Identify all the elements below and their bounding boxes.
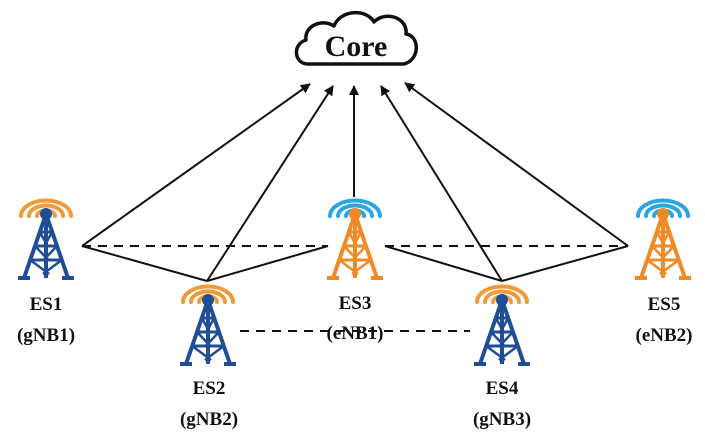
es3-tower [327,198,383,280]
es2-antenna-icon [180,294,236,366]
es5-name: ES5 [648,294,681,315]
link-es4-es5 [501,245,629,282]
core-arrows [81,82,629,282]
es4-name: ES4 [486,378,519,399]
dashed-links [82,245,628,332]
station-labels: ES1 (gNB1) ES2 (gNB2) ES3 (eNB1) ES4 (gN… [17,293,693,430]
es1-sub: (gNB1) [17,325,75,346]
es2-sub: (gNB2) [180,409,238,430]
es5-tower [635,198,691,280]
core-cloud: Core [294,11,418,66]
es2-name: ES2 [193,378,226,399]
link-es2-es3 [206,245,329,282]
cloud-icon [294,11,418,66]
es4-tower [474,284,530,366]
arrow-es2-core [206,85,334,282]
arrow-es1-core [81,83,311,247]
es5-sub: (eNB2) [636,325,693,346]
es1-name: ES1 [30,294,63,315]
es1-antenna-icon [18,208,74,280]
arrow-es5-core [404,82,629,247]
es3-name: ES3 [339,293,372,314]
arrow-es4-core [380,85,503,282]
towers [18,198,691,366]
es4-antenna-icon [474,294,530,366]
solid-links [81,245,629,282]
es4-sub: (gNB3) [473,409,531,430]
es2-tower [180,284,236,366]
es3-sub: (eNB1) [327,323,384,344]
link-es1-es2 [81,245,208,282]
es3-antenna-icon [327,208,383,280]
core-label: Core [325,30,388,63]
link-es3-es4 [384,245,503,282]
es1-tower [18,198,74,280]
es5-antenna-icon [635,208,691,280]
